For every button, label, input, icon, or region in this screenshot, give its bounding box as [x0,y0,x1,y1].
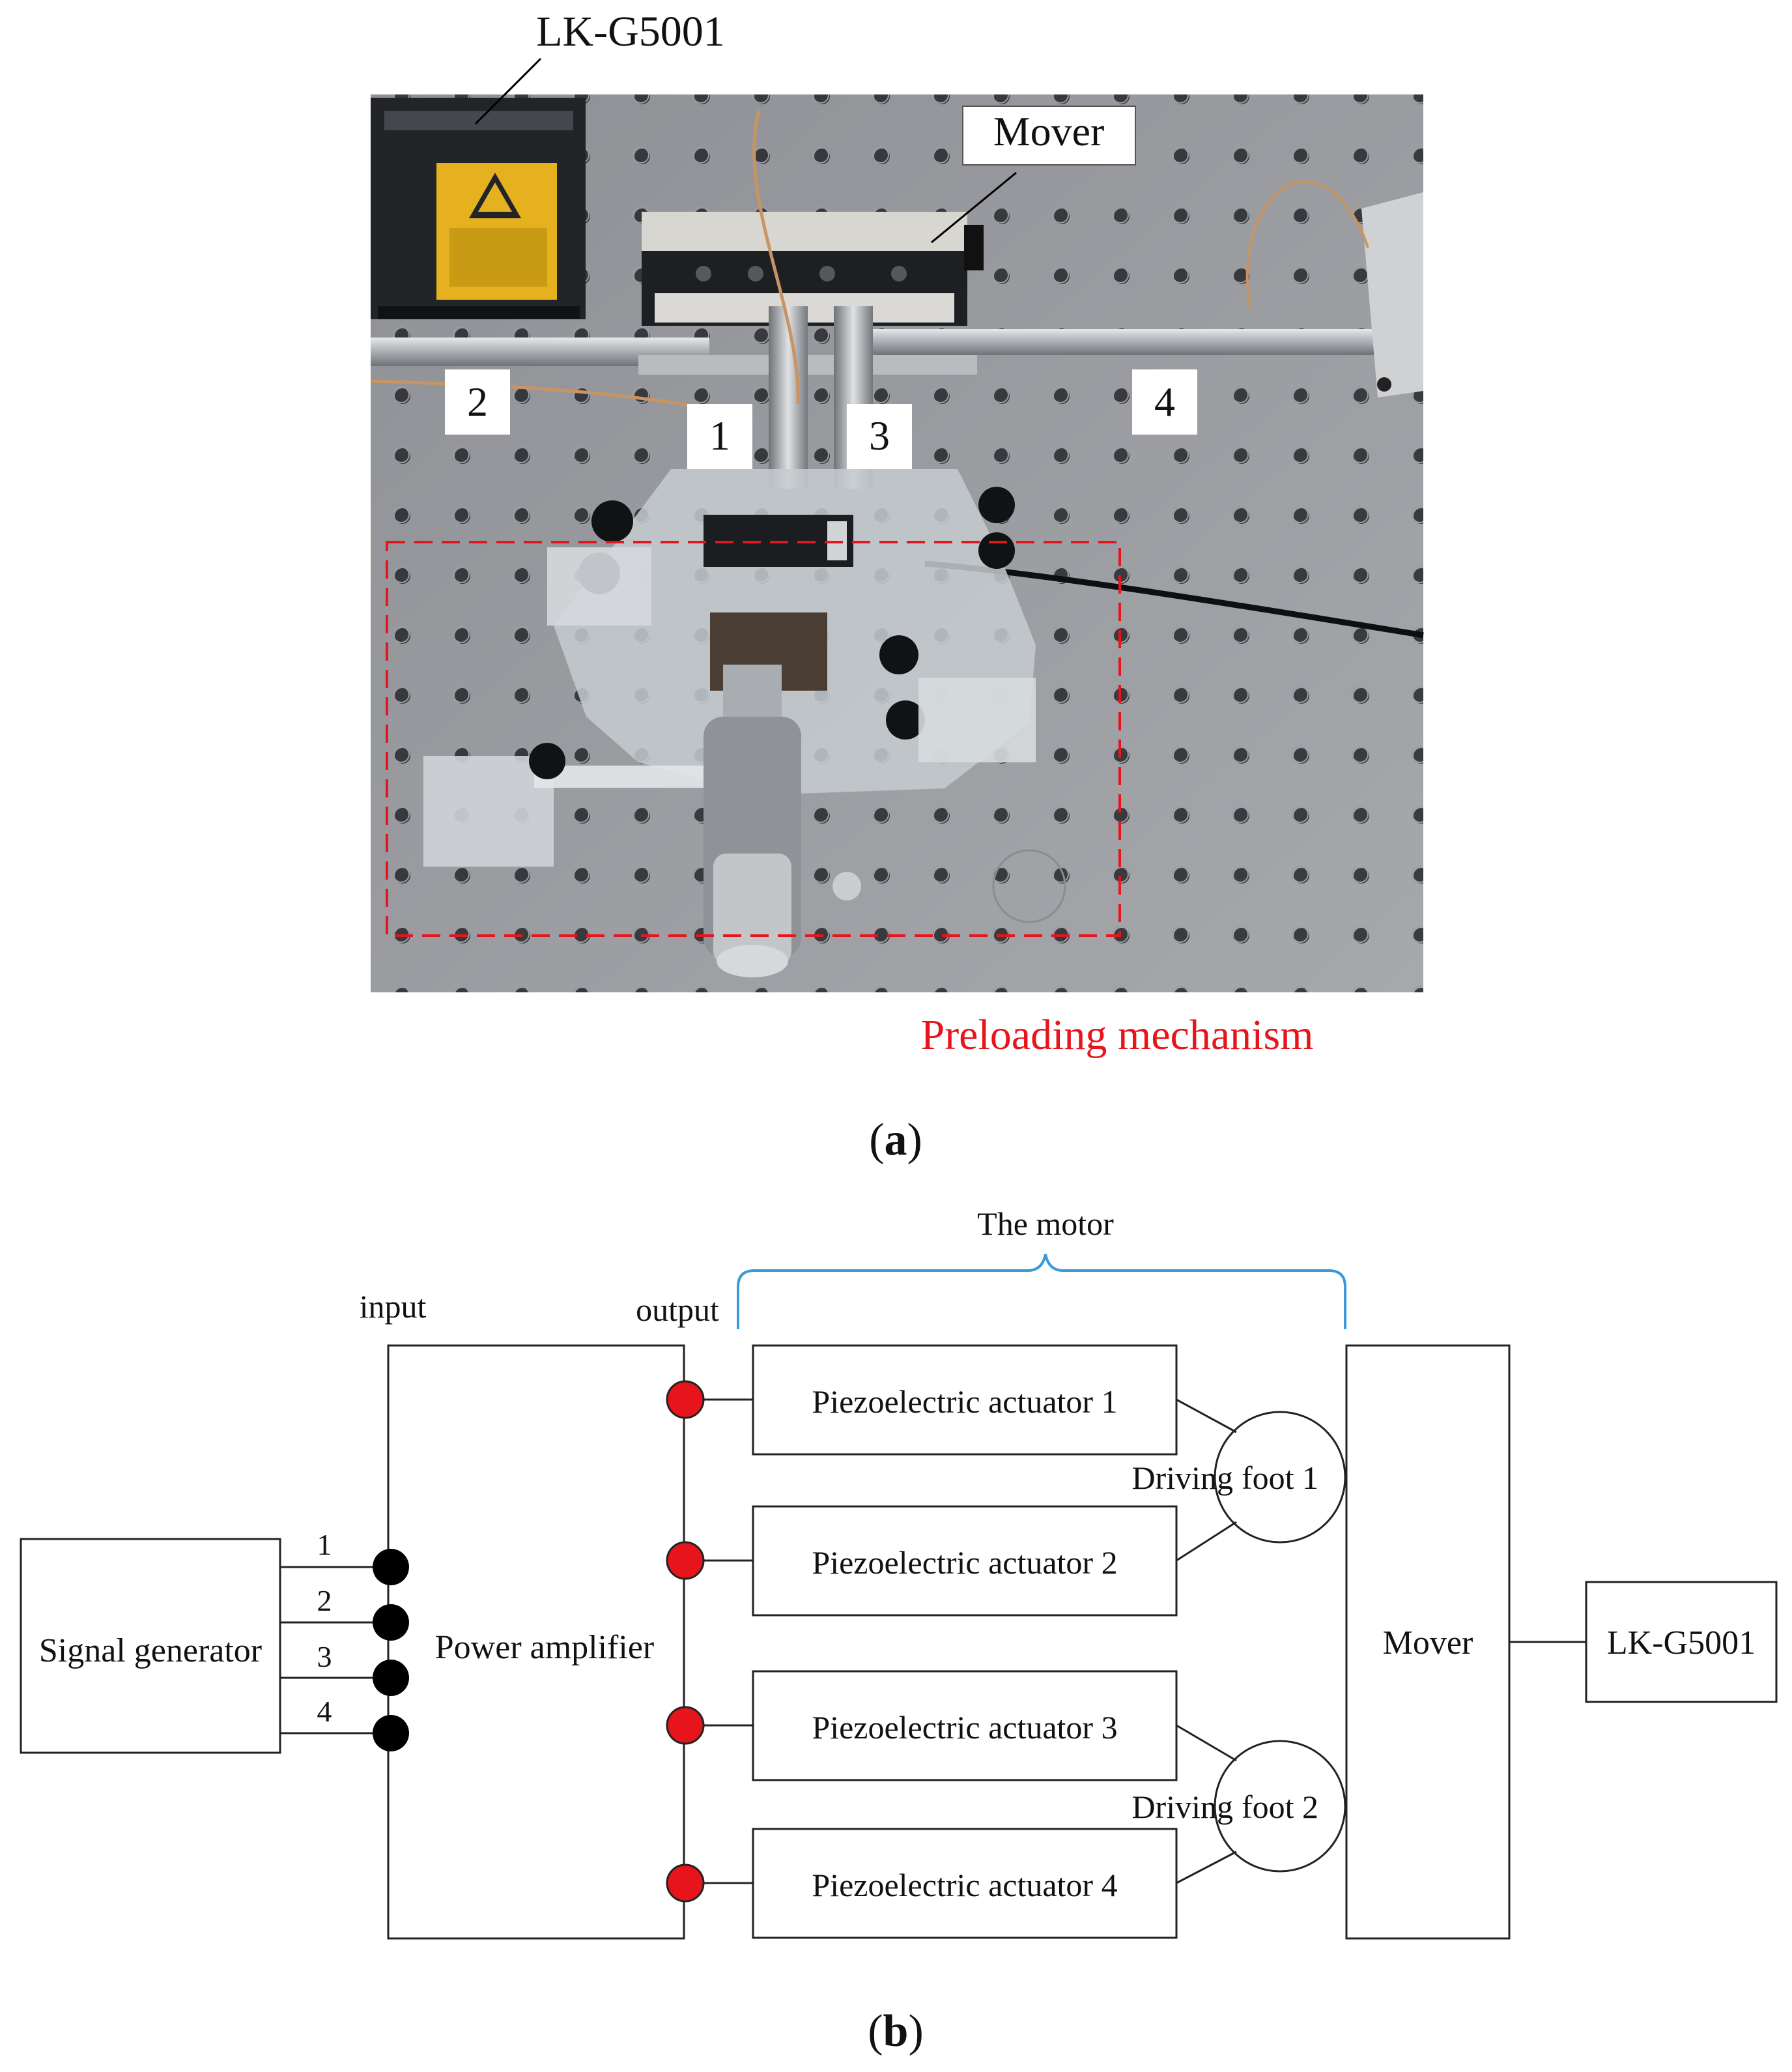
mover-callout-box [962,106,1136,165]
mover-leader-line [931,171,1017,244]
driving-foot-2-label: foot 2 [1242,1789,1318,1825]
sensor-box [1585,1581,1778,1703]
laser-sensor-head [371,98,586,319]
caption-a: (a) [869,1115,922,1165]
channel-label-2: 2 [317,1584,332,1617]
sensor-label: LK-G5001 [1607,1624,1756,1662]
caption-a-letter: a [885,1115,907,1165]
driving-label-2: Driving [1131,1789,1233,1825]
link-act1-foot1 [1176,1398,1237,1433]
output-terminal-4 [666,1863,705,1903]
input-terminal-4 [373,1715,409,1751]
channel-label-1: 1 [317,1528,332,1561]
actuator-label-3: Piezoelectric actuator 3 [812,1709,1117,1746]
right-bracket [1361,192,1423,397]
label-4-box [1132,369,1197,435]
mover-stage [642,212,984,326]
input-terminal-2 [373,1604,409,1641]
actuator-box-1 [752,1344,1178,1456]
preload-region-box [386,541,1121,937]
link-act2-foot1 [1176,1521,1237,1562]
mover-callout: Mover [993,108,1105,154]
preload-assembly [423,469,1066,977]
actuator-label-2: Piezoelectric actuator 2 [812,1544,1117,1581]
driving-foot-2-circle [1214,1740,1346,1873]
input-label: input [360,1288,427,1325]
label-3: 3 [869,412,890,459]
power-amplifier-label: Power amplifier [435,1629,654,1666]
output-terminal-3 [666,1706,705,1745]
actuator-box-2 [752,1505,1178,1617]
sensor-cable-top [752,110,800,405]
mover-label: Mover [1383,1624,1473,1662]
output-terminals [666,1380,705,1903]
channel-label-3: 3 [317,1640,332,1673]
driving-label-1: Driving [1131,1460,1233,1496]
label-2-box [445,369,510,435]
block-diagram [20,1254,1778,1940]
actuator-box-4 [752,1828,1178,1939]
output-label: output [636,1291,719,1328]
cable-right [1245,180,1369,310]
sensor-leader-line [474,57,542,125]
caption-b-letter: b [883,2006,909,2056]
right-rod [840,329,1374,355]
driving-foot-1-circle [1214,1411,1346,1544]
label-2: 2 [467,379,488,425]
input-terminal-1 [373,1549,409,1585]
signal-generator-label: Signal generator [39,1632,262,1669]
preload-caption: Preloading mechanism [920,1011,1313,1059]
label-3-box [847,404,912,469]
output-terminal-1 [666,1380,705,1419]
caption-b: (b) [868,2006,924,2056]
label-4: 4 [1154,379,1175,425]
motor-brace [737,1254,1346,1329]
signal-generator-box [20,1538,281,1754]
label-1-box [687,404,752,469]
driving-foot-1-label: foot 1 [1242,1460,1318,1496]
motor-label: The motor [977,1205,1114,1242]
mover-box [1345,1344,1511,1940]
label-1: 1 [709,412,730,459]
actuator-box-3 [752,1670,1178,1781]
power-amplifier-box [387,1344,685,1940]
input-terminals [373,1549,409,1751]
setup-photo: LK-G5001 Mover 2 1 3 4 [370,8,1424,992]
sensor-callout: LK-G5001 [536,8,725,55]
actuator-rod-1 [769,306,808,489]
actuator-label-1: Piezoelectric actuator 1 [812,1383,1117,1420]
actuator-label-4: Piezoelectric actuator 4 [812,1867,1117,1903]
channel-label-4: 4 [317,1695,332,1728]
link-act4-foot2 [1176,1850,1237,1884]
output-terminal-2 [666,1541,705,1580]
link-act3-foot2 [1176,1724,1237,1762]
input-terminal-3 [373,1660,409,1696]
